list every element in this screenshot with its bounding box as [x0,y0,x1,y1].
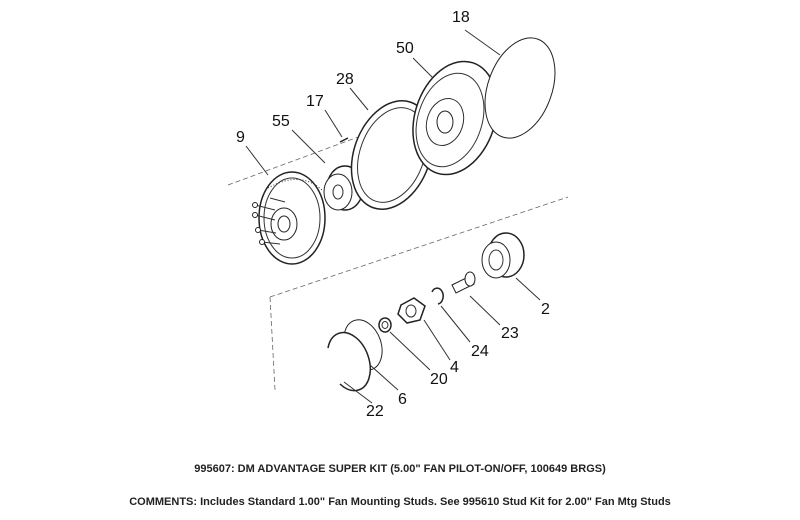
callout-28: 28 [336,71,354,88]
callout-18: 18 [452,9,470,26]
callout-labels: 18 50 28 17 55 9 2 23 24 4 20 6 22 [236,9,550,420]
callout-17: 17 [306,93,324,110]
callout-2: 2 [541,301,550,318]
part-9-hub [252,171,326,265]
callout-6: 6 [398,391,407,408]
kit-title: 995607: DM ADVANTAGE SUPER KIT (5.00" FA… [194,463,606,475]
part-2-bearing [481,232,525,279]
callout-22: 22 [366,403,384,420]
assembly-plane [227,69,569,391]
leader-lines [245,29,541,404]
callout-4: 4 [450,359,459,376]
callout-9: 9 [236,129,245,146]
part-23-shaft [451,271,476,294]
callout-50: 50 [396,40,414,57]
part-4-nut-plate [397,297,426,324]
part-24-snap-ring [431,287,444,305]
callout-24: 24 [471,343,489,360]
callout-23: 23 [501,325,519,342]
part-50-housing [412,60,498,176]
part-20-nut [378,317,392,333]
callout-55: 55 [272,113,290,130]
exploded-parts-diagram: 18 50 28 17 55 9 2 23 24 4 20 6 22 [227,9,569,420]
kit-comments: COMMENTS: Includes Standard 1.00" Fan Mo… [129,496,671,508]
callout-20: 20 [430,371,448,388]
part-18-cover [484,37,556,139]
part-17-screw [339,137,349,143]
